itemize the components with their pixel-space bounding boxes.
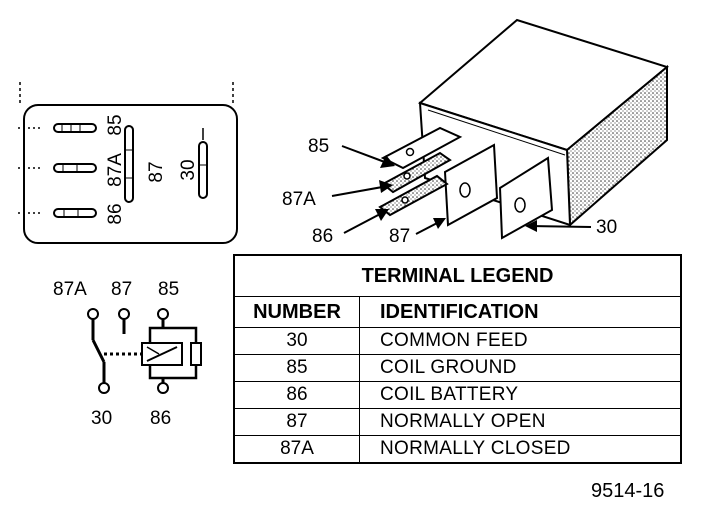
- connector-label-85: 85: [105, 114, 126, 135]
- schematic-label-86: 86: [150, 408, 171, 429]
- schematic-label-87: 87: [111, 279, 132, 300]
- legend-number: 86: [233, 381, 360, 409]
- legend-identification: COIL BATTERY: [359, 381, 682, 409]
- legend-identification: COMMON FEED: [359, 327, 682, 355]
- legend-identification: NORMALLY OPEN: [359, 408, 682, 436]
- connector-label-86: 86: [105, 203, 126, 224]
- schematic-label-30: 30: [91, 408, 112, 429]
- relay-label-30: 30: [596, 217, 617, 238]
- table-row: 87A NORMALLY CLOSED: [233, 435, 682, 464]
- schematic-label-85: 85: [158, 279, 179, 300]
- connector-label-87a: 87A: [105, 153, 126, 187]
- legend-identification: NORMALLY CLOSED: [359, 435, 682, 464]
- legend-identification: COIL GROUND: [359, 354, 682, 382]
- connector-label-87: 87: [146, 161, 167, 182]
- connector-label-30: 30: [178, 159, 199, 180]
- relay-schematic-icon: 87A 87 85 30 86: [53, 279, 202, 429]
- table-row: 87 NORMALLY OPEN: [233, 408, 682, 436]
- table-row: 30 COMMON FEED: [233, 327, 682, 355]
- legend-header-number: NUMBER: [233, 296, 360, 328]
- relay-body-icon: 85 87A 86 87 30: [282, 18, 670, 247]
- legend-number: 85: [233, 354, 360, 382]
- schematic-label-87a: 87A: [53, 279, 87, 300]
- legend-number: 87A: [233, 435, 360, 464]
- table-row: 85 COIL GROUND: [233, 354, 682, 382]
- relay-label-87a: 87A: [282, 189, 316, 210]
- figure-number: 9514-16: [591, 480, 665, 502]
- table-row: 86 COIL BATTERY: [233, 381, 682, 409]
- relay-connector-icon: 85 87A 86 87 30: [18, 82, 238, 244]
- legend-number: 30: [233, 327, 360, 355]
- legend-header-identification: IDENTIFICATION: [359, 296, 682, 328]
- relay-label-85: 85: [308, 136, 329, 157]
- relay-label-86: 86: [312, 226, 333, 247]
- terminal-legend-table: TERMINAL LEGEND NUMBER IDENTIFICATION 30…: [233, 254, 682, 464]
- relay-label-87: 87: [389, 226, 410, 247]
- legend-title: TERMINAL LEGEND: [233, 254, 682, 297]
- legend-number: 87: [233, 408, 360, 436]
